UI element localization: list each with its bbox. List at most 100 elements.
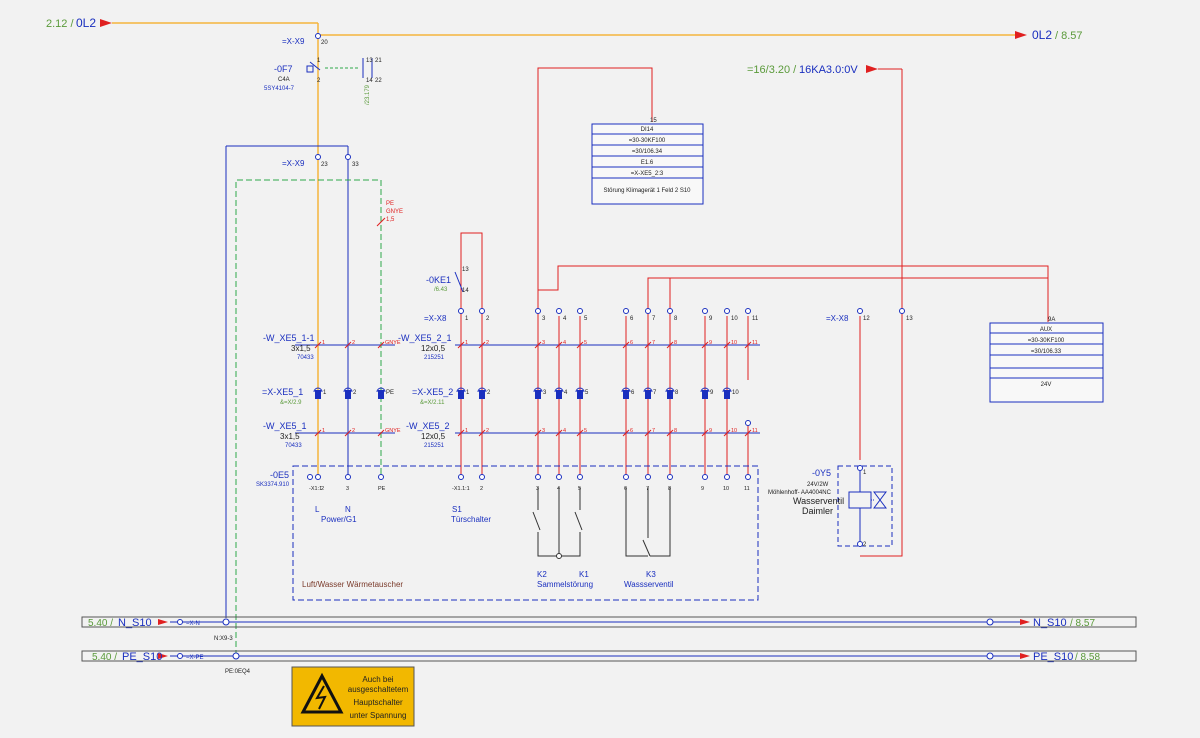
warning-line2: ausgeschaltetem <box>348 685 409 694</box>
core-tick <box>478 341 486 349</box>
e5-terminal <box>307 474 313 480</box>
x9-pin23: 23 <box>321 162 328 168</box>
cable4-name: -W_XE5_2 <box>406 421 450 431</box>
connector-pin <box>315 390 321 399</box>
core-label: 9 <box>709 428 712 434</box>
y5-p1: 1 <box>863 470 867 476</box>
connector-label: 6 <box>631 390 635 396</box>
warning-line1: Auch bei <box>362 675 393 684</box>
e5-terminal <box>315 474 321 480</box>
core-tick <box>644 429 652 437</box>
terminal-x9-33 <box>345 154 351 160</box>
x8-pin-label: 11 <box>752 316 759 322</box>
e5-terminal <box>479 474 485 480</box>
e5-terminal-label: 2 <box>321 486 324 492</box>
x9-top-label: =X-X9 <box>282 37 305 46</box>
cable3-name: -W_XE5_1 <box>263 421 307 431</box>
e5-door: Türschalter <box>451 515 491 524</box>
terminal-x9-23 <box>315 154 321 160</box>
connector-label: 7 <box>653 390 657 396</box>
n-bus-right-name: N_S10 <box>1033 617 1067 629</box>
core-label: 11 <box>752 340 758 346</box>
ke1-ref: /6.43 <box>434 287 448 293</box>
rail-right-name: 0L2 <box>1032 28 1052 42</box>
connector-socket <box>665 387 675 393</box>
core-tick <box>666 429 674 437</box>
core-tick <box>576 429 584 437</box>
connector-socket <box>533 387 543 393</box>
core-tick <box>457 341 465 349</box>
e5-terminal-label: PE <box>378 486 386 492</box>
e5-internal-contacts <box>532 487 671 557</box>
core-label: 10 <box>731 428 737 434</box>
e5-L: L <box>315 505 320 514</box>
y5-part: Möhlenhoff- AA4004NC <box>768 490 832 496</box>
x8-pin13: 13 <box>906 316 913 322</box>
y5-label: -0Y5 <box>812 468 831 478</box>
e5-terminal <box>535 474 541 480</box>
y5-coil <box>848 491 872 509</box>
core-tick <box>344 341 352 349</box>
cable3-part: 70433 <box>285 443 302 449</box>
di14-box <box>591 123 704 205</box>
f7-aux14: 14 <box>366 78 373 84</box>
core-label: 1 <box>322 428 325 434</box>
core-tick <box>377 429 385 437</box>
connector-pin <box>458 390 464 399</box>
e5-terminal-label: 11 <box>744 486 750 492</box>
x8-terminal <box>724 308 730 314</box>
y5-box <box>837 465 893 547</box>
pe-l3: 1,5 <box>386 217 395 223</box>
e5-power: Power/G1 <box>321 515 357 524</box>
aux-row-1: =30-30KF100 <box>1028 338 1065 344</box>
e5-wasser: Wassserventil <box>624 580 674 589</box>
breaker-f7-symbol <box>306 58 373 78</box>
xe5-2-ref: &=X/2.11 <box>420 400 445 406</box>
e5-terminal-label: 10 <box>723 486 729 492</box>
pe-wire <box>235 179 386 656</box>
di14-row-1: =30-30KF100 <box>629 138 666 144</box>
connector-label: 1 <box>323 390 327 396</box>
core-tick <box>576 341 584 349</box>
x9-mid-label: =X-X9 <box>282 159 305 168</box>
core-tick <box>723 429 731 437</box>
core-tick <box>314 429 322 437</box>
x8-pin-label: 6 <box>630 316 634 322</box>
core-tick <box>666 341 674 349</box>
connector-label: 8 <box>675 390 679 396</box>
core-tick <box>701 341 709 349</box>
connector-pin <box>577 390 583 399</box>
connector-socket <box>643 387 653 393</box>
core-label: 1 <box>322 340 325 346</box>
high-voltage-icon <box>300 672 344 714</box>
e5-terminal <box>702 474 708 480</box>
core-label: 6 <box>630 428 633 434</box>
e5-caption: Luft/Wasser Wärmetauscher <box>302 580 403 589</box>
connector-pin <box>724 390 730 399</box>
core-tick <box>622 429 630 437</box>
e5-k2: K2 <box>537 570 547 579</box>
y5-p2: 2 <box>863 542 867 548</box>
x8-terminal-13 <box>899 308 905 314</box>
core-label: 2 <box>486 428 489 434</box>
e5-terminal <box>458 474 464 480</box>
f7-aux-ref: /23.179 <box>365 84 371 105</box>
core-tick <box>644 341 652 349</box>
cable1-part: 70433 <box>297 355 314 361</box>
pe-l1: PE <box>386 201 394 207</box>
connector-label: 1 <box>466 390 470 396</box>
rail-left-ref: 2.12 / <box>46 18 74 30</box>
f7-aux21: 21 <box>375 58 382 64</box>
core-tick <box>622 341 630 349</box>
core-label: 3 <box>542 428 545 434</box>
n-bus-tap: N:X9-3 <box>214 636 233 642</box>
f7-part: 5SY4104-7 <box>264 86 295 92</box>
ka-name: 16KA3.0:0V <box>799 64 858 76</box>
connector-pin <box>345 390 351 399</box>
x8-terminal <box>745 308 751 314</box>
core-label: 8 <box>674 428 677 434</box>
xe5-1-label: =X-XE5_1 <box>262 387 303 397</box>
